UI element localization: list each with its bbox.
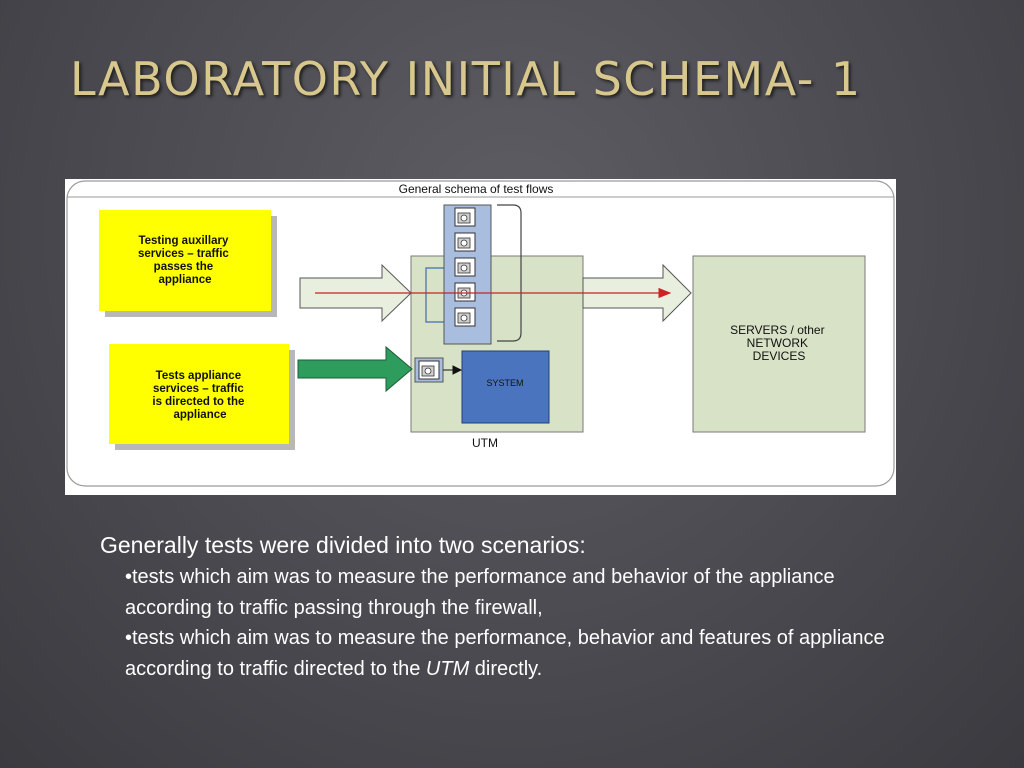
system-pointer: [443, 365, 463, 375]
network-module-icon: [454, 307, 476, 327]
box-appliance-text: Tests appliance services – traffic is di…: [152, 370, 247, 421]
servers-label: SERVERS / other NETWORK DEVICES: [730, 323, 828, 363]
system-box: [461, 350, 550, 424]
utm-label: UTM: [472, 436, 498, 450]
directed-traffic-arrow: [297, 345, 413, 393]
bullet-directed-utm: UTM: [425, 657, 470, 680]
box-auxiliary: [99, 210, 271, 311]
bullet-directed-traffic: •tests which aim was to measure the perf…: [125, 623, 885, 684]
diagram-caption: General schema of test flows: [399, 182, 554, 196]
box-appliance: [109, 344, 289, 444]
bullet-directed-end: directly.: [469, 657, 543, 680]
module-connector: [425, 267, 445, 323]
slide-body: Generally tests were divided into two sc…: [100, 530, 900, 684]
servers-box: [692, 255, 866, 433]
network-module-icon: [414, 357, 444, 383]
bullet-passing-traffic: •tests which aim was to measure the perf…: [125, 566, 835, 619]
box-auxiliary-text: Testing auxillary services – traffic pas…: [138, 235, 232, 286]
network-module-icon: [454, 207, 476, 227]
bullet-directed-main: •tests which aim was to measure the perf…: [125, 627, 885, 680]
network-module-icon: [454, 282, 476, 302]
test-flow-diagram: General schema of test flows Testing aux…: [65, 179, 896, 495]
intro-text: Generally tests were divided into two sc…: [100, 532, 586, 558]
network-module-icon: [454, 232, 476, 252]
slide-title: LABORATORY INITIAL SCHEMA- 1: [70, 52, 862, 106]
system-label: SYSTEM: [486, 378, 523, 388]
module-brace: [497, 204, 522, 342]
network-module-icon: [454, 257, 476, 277]
